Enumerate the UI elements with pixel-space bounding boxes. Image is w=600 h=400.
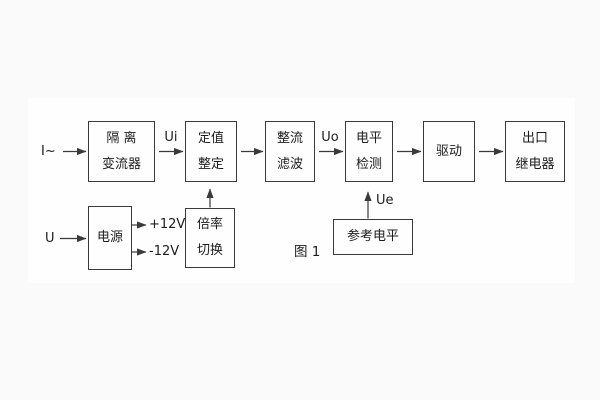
block-relay-line2: 继电器	[515, 156, 555, 172]
block-rectify-line1: 整流	[276, 130, 303, 146]
block-drive-label: 驱动	[435, 143, 462, 159]
block-rectify-line2: 滤波	[276, 156, 303, 172]
signal-label-input-voltage: U	[45, 231, 55, 246]
block-isolation-line1: 隔 离	[106, 130, 137, 146]
block-rectify-filter: 整流 滤波	[265, 121, 315, 182]
block-setting: 定值 整定	[185, 121, 237, 182]
block-reference-level: 参考电平	[333, 219, 413, 255]
signal-label-uo: Uo	[321, 130, 339, 145]
signal-label-plus-12v: +12V	[149, 217, 186, 232]
block-relay-line1: 出口	[521, 130, 548, 146]
block-level-detect: 电平 检测	[345, 121, 393, 182]
block-drive: 驱动	[423, 121, 475, 182]
block-reference-label: 参考电平	[346, 229, 399, 244]
block-level-line1: 电平	[355, 130, 382, 146]
signal-label-ui: Ui	[164, 130, 178, 145]
figure-caption: 图 1	[294, 244, 321, 260]
block-level-line2: 检测	[355, 156, 382, 172]
block-ratio-line2: 切换	[196, 243, 223, 258]
block-isolation-transformer: 隔 离 变流器	[88, 121, 155, 182]
block-setting-line1: 定值	[197, 130, 224, 146]
block-output-relay: 出口 继电器	[505, 121, 565, 182]
block-power-supply: 电源	[88, 206, 132, 270]
signal-label-minus-12v: -12V	[149, 244, 180, 259]
block-isolation-line2: 变流器	[101, 156, 141, 172]
block-ratio-line1: 倍率	[196, 217, 223, 232]
signal-label-ue: Ue	[376, 193, 394, 208]
block-ratio-switch: 倍率 切换	[185, 208, 235, 268]
signal-label-input-current: I~	[41, 144, 56, 159]
block-setting-line2: 整定	[197, 156, 224, 172]
block-power-label: 电源	[96, 230, 123, 245]
